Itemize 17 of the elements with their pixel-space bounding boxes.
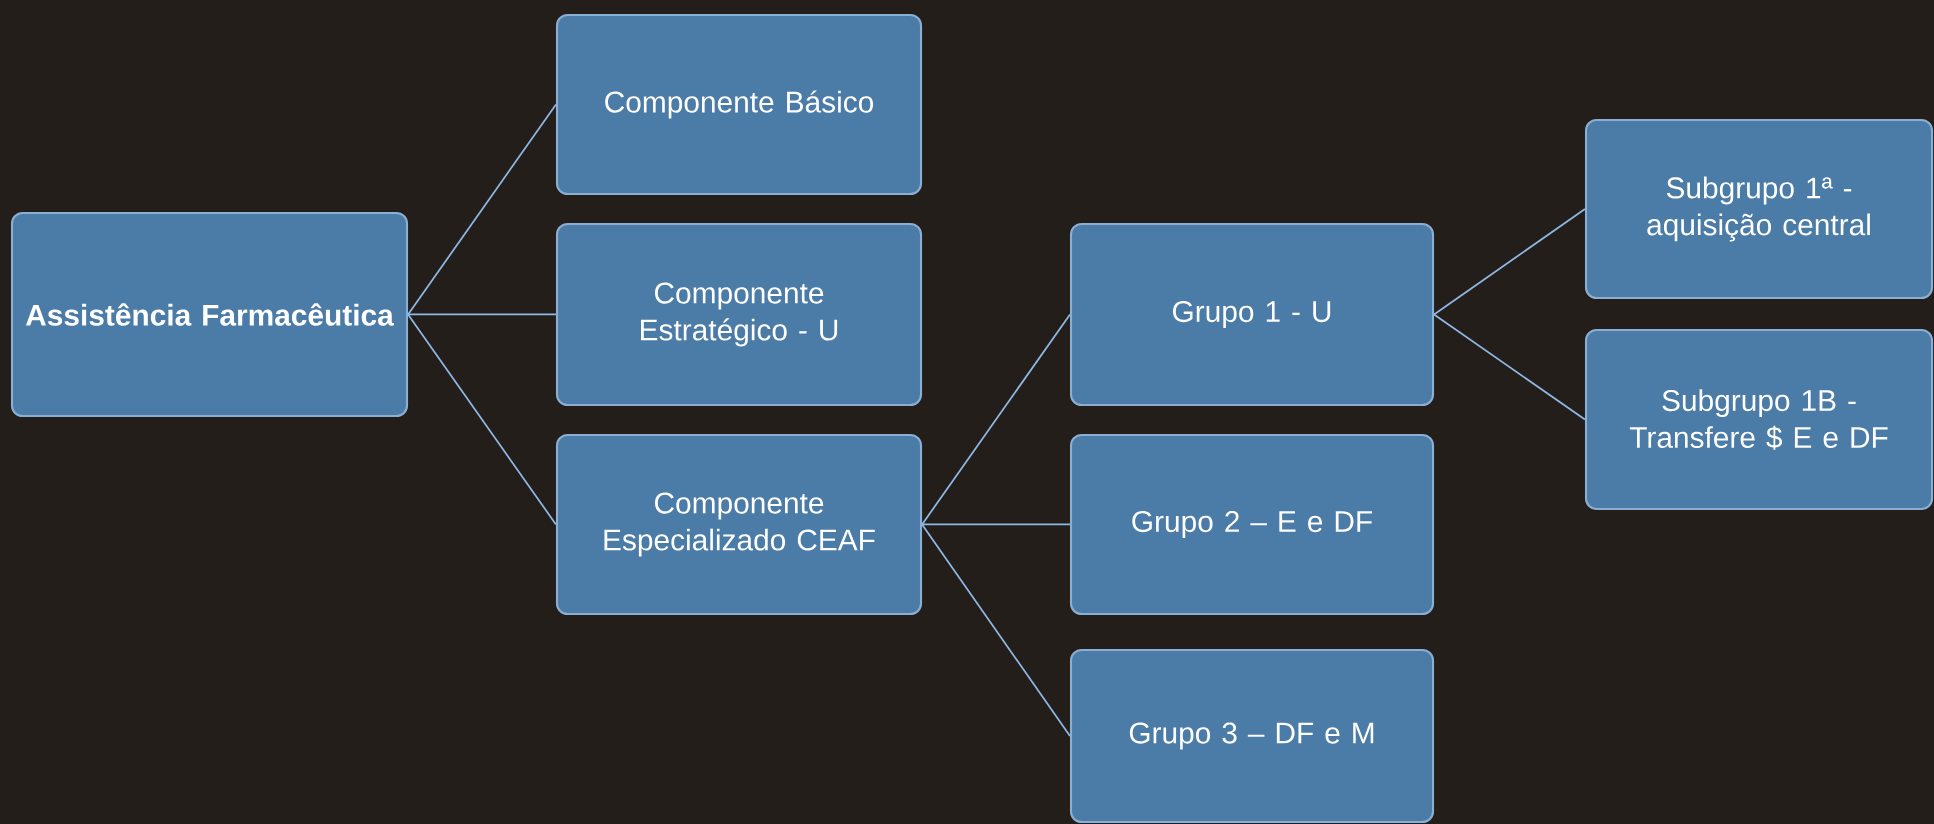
connector-line [921, 523, 1071, 737]
connector-line [1433, 313, 1586, 421]
process-box: Componente Estratégico - U [555, 222, 923, 407]
process-box: Componente Básico [555, 13, 923, 196]
process-box: Grupo 1 - U [1069, 222, 1435, 407]
process-box: Subgrupo 1ª - aquisição central [1584, 118, 1934, 300]
process-box: Grupo 3 – DF e M [1069, 648, 1435, 824]
connector-line [921, 313, 1071, 526]
process-box: Componente Especializado CEAF [555, 433, 923, 616]
connector-line [1433, 208, 1586, 316]
process-box: Grupo 2 – E e DF [1069, 433, 1435, 616]
connector-line [921, 523, 1071, 526]
connector-line [407, 313, 557, 316]
process-box: Assistência Farmacêutica [10, 211, 409, 418]
process-box: Subgrupo 1B - Transfere $ E e DF [1584, 328, 1934, 511]
connector-line [407, 103, 557, 316]
connector-line [407, 313, 557, 526]
